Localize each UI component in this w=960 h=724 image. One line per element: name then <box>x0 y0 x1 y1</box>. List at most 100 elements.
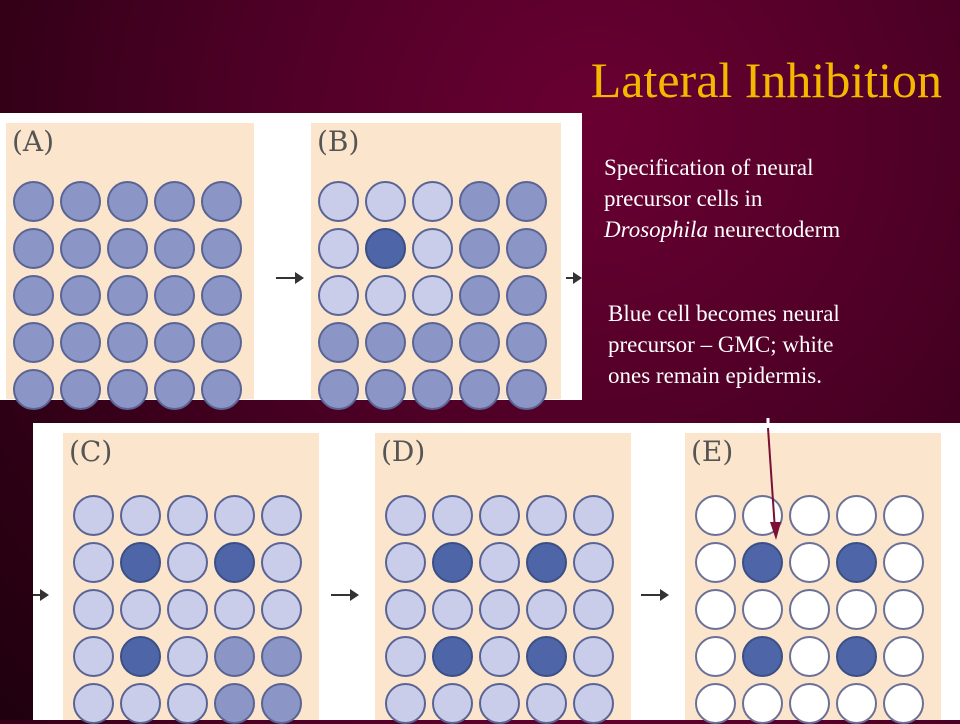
cell-c-5-5-intermediate <box>261 683 302 724</box>
cell-a-1-1-intermediate <box>13 181 54 222</box>
cell-d-1-5-light <box>573 495 614 536</box>
cell-d-1-1-light <box>385 495 426 536</box>
specification-line-2: precursor cells in <box>604 186 763 211</box>
annotation-text: Blue cell becomes neural precursor – GMC… <box>608 298 948 391</box>
cell-d-4-1-light <box>385 636 426 677</box>
cell-a-2-2-intermediate <box>60 228 101 269</box>
cell-c-2-1-light <box>73 542 114 583</box>
cell-c-3-4-light <box>214 589 255 630</box>
cell-c-4-4-intermediate <box>214 636 255 677</box>
cell-a-4-4-intermediate <box>154 322 195 363</box>
cell-e-4-4-neural-precursor <box>836 636 877 677</box>
cell-e-2-2-neural-precursor <box>742 542 783 583</box>
cell-b-5-1-intermediate <box>318 369 359 410</box>
cell-b-1-2-light <box>365 181 406 222</box>
panel-e-label: (E) <box>691 435 734 468</box>
figure-panels-c-d-e: (C) (D) (E) <box>33 423 960 724</box>
cell-e-3-3-epidermis <box>789 589 830 630</box>
cell-d-3-4-light <box>526 589 567 630</box>
cell-e-1-3-epidermis <box>789 495 830 536</box>
cell-d-3-5-light <box>573 589 614 630</box>
cell-b-3-1-light <box>318 275 359 316</box>
cell-c-5-2-light <box>120 683 161 724</box>
cell-e-5-4-epidermis <box>836 683 877 724</box>
cell-a-3-1-intermediate <box>13 275 54 316</box>
cell-e-4-1-epidermis <box>695 636 736 677</box>
cell-b-1-1-light <box>318 181 359 222</box>
cell-d-5-3-light <box>479 683 520 724</box>
panel-e: (E) <box>685 433 941 724</box>
cell-c-1-1-light <box>73 495 114 536</box>
cell-c-3-2-light <box>120 589 161 630</box>
cell-e-5-1-epidermis <box>695 683 736 724</box>
cell-c-3-3-light <box>167 589 208 630</box>
cell-b-1-5-intermediate <box>506 181 547 222</box>
cell-a-5-3-intermediate <box>107 369 148 410</box>
cell-b-2-2-neural-precursor <box>365 228 406 269</box>
cell-a-1-3-intermediate <box>107 181 148 222</box>
cell-d-4-4-neural-precursor <box>526 636 567 677</box>
cell-b-3-3-light <box>412 275 453 316</box>
cell-b-4-4-intermediate <box>459 322 500 363</box>
panel-a-label: (A) <box>12 125 55 158</box>
cell-c-4-5-intermediate <box>261 636 302 677</box>
cell-b-5-5-intermediate <box>506 369 547 410</box>
cell-b-2-5-intermediate <box>506 228 547 269</box>
cell-c-1-3-light <box>167 495 208 536</box>
arrow-a-to-b <box>276 272 304 284</box>
cell-d-3-3-light <box>479 589 520 630</box>
cell-b-2-3-light <box>412 228 453 269</box>
cell-b-5-2-intermediate <box>365 369 406 410</box>
cell-e-2-3-epidermis <box>789 542 830 583</box>
cell-c-3-5-light <box>261 589 302 630</box>
panel-b-label: (B) <box>317 125 360 158</box>
cell-e-3-4-epidermis <box>836 589 877 630</box>
panel-d: (D) <box>375 433 631 724</box>
arrow-d-to-e <box>641 589 669 601</box>
cell-d-5-1-light <box>385 683 426 724</box>
cell-e-1-2-epidermis <box>742 495 783 536</box>
cell-b-4-1-intermediate <box>318 322 359 363</box>
cell-a-3-4-intermediate <box>154 275 195 316</box>
cell-d-2-4-neural-precursor <box>526 542 567 583</box>
cell-c-3-1-light <box>73 589 114 630</box>
cell-c-5-4-intermediate <box>214 683 255 724</box>
cell-c-4-2-neural-precursor <box>120 636 161 677</box>
cell-d-4-3-light <box>479 636 520 677</box>
panel-b: (B) <box>311 123 561 410</box>
specification-line-3-rest: neurectoderm <box>707 217 841 242</box>
cell-b-3-2-light <box>365 275 406 316</box>
panel-c: (C) <box>63 433 319 724</box>
specification-line-1: Specification of neural <box>604 155 814 180</box>
arrow-b-to-c <box>566 272 582 284</box>
cell-e-3-1-epidermis <box>695 589 736 630</box>
cell-a-2-4-intermediate <box>154 228 195 269</box>
cell-e-3-2-epidermis <box>742 589 783 630</box>
cell-e-2-4-neural-precursor <box>836 542 877 583</box>
cell-a-2-3-intermediate <box>107 228 148 269</box>
cell-c-4-1-light <box>73 636 114 677</box>
annotation-line-3: ones remain epidermis. <box>608 363 822 388</box>
cell-a-5-2-intermediate <box>60 369 101 410</box>
cell-e-5-3-epidermis <box>789 683 830 724</box>
cell-c-4-3-light <box>167 636 208 677</box>
cell-a-3-3-intermediate <box>107 275 148 316</box>
figure-panels-a-b: (A) (B) <box>0 113 582 410</box>
cell-e-2-1-epidermis <box>695 542 736 583</box>
cell-a-4-1-intermediate <box>13 322 54 363</box>
cell-a-2-1-intermediate <box>13 228 54 269</box>
cell-d-4-5-light <box>573 636 614 677</box>
cell-a-5-1-intermediate <box>13 369 54 410</box>
cell-a-5-5-intermediate <box>201 369 242 410</box>
cell-b-1-3-light <box>412 181 453 222</box>
cell-b-1-4-intermediate <box>459 181 500 222</box>
cell-e-4-2-neural-precursor <box>742 636 783 677</box>
panel-c-label: (C) <box>69 435 113 468</box>
cell-a-1-5-intermediate <box>201 181 242 222</box>
cell-a-1-4-intermediate <box>154 181 195 222</box>
panel-a: (A) <box>6 123 254 410</box>
cell-d-5-4-light <box>526 683 567 724</box>
cell-a-3-5-intermediate <box>201 275 242 316</box>
cell-e-2-5-epidermis <box>883 542 924 583</box>
cell-e-5-2-epidermis <box>742 683 783 724</box>
